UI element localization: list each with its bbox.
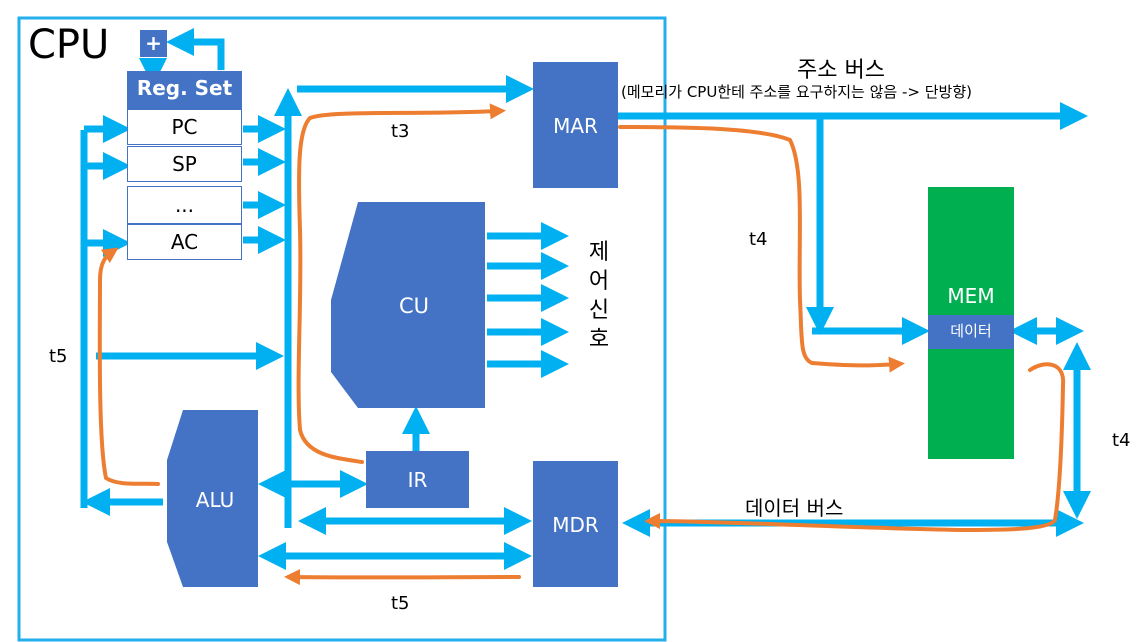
register-set-header [127,71,242,109]
address-bus-note: (메모리가 CPU한테 주소를 요구하지는 않음 -> 단방향) [621,83,972,101]
memory-data-cell [928,315,1014,349]
address-bus-title: 주소 버스 [797,58,885,83]
flow-t4-mar-to-memory [618,125,905,373]
plus-box [140,30,167,57]
register-ellipsis: ... [127,186,242,224]
control-signal-char-4: 호 [588,327,610,352]
flow-t3-ir-to-mar [296,103,506,464]
flow-t5-alu-to-ac [97,247,160,486]
mem-label: MEM [947,284,995,308]
plus-feedback-bus [166,28,225,70]
mem-data-label: 데이터 [950,322,992,340]
alu-label: ALU [195,488,235,512]
control-signal-char-2: 어 [588,269,610,294]
ir-box [366,451,469,508]
cpu-boundary [17,16,667,642]
control-signal-char-1: 제 [588,240,610,265]
cu-label: CU [398,294,430,318]
timing-label-t3: t3 [391,121,410,142]
data-bus-title: 데이터 버스 [745,496,844,520]
mdr-box [533,461,618,587]
control-signal-char-3: 신 [588,298,610,323]
timing-label-t5-left: t5 [49,346,68,367]
register-sp: SP [127,146,242,182]
alu-shape [167,410,258,587]
register-set-title: Reg. Set [136,76,233,100]
timing-label-t5-bottom: t5 [391,593,410,614]
control-signal-label: 제 어 신 호 [585,238,613,354]
mar-box [533,62,618,188]
mdr-label: MDR [552,513,599,537]
bus-lines [80,28,1091,570]
register-pc: PC [127,109,242,145]
flow-paths [97,103,1066,586]
cpu-label: CPU [28,22,110,68]
flow-t4-memory-to-mdr [644,362,1066,533]
timing-label-t4-right: t4 [1112,430,1131,451]
plus-label: + [145,31,162,55]
register-ac: AC [127,224,242,260]
cu-shape [331,202,485,408]
mar-label: MAR [553,114,598,138]
ir-label: IR [407,468,428,492]
timing-label-t4-left: t4 [749,229,768,250]
